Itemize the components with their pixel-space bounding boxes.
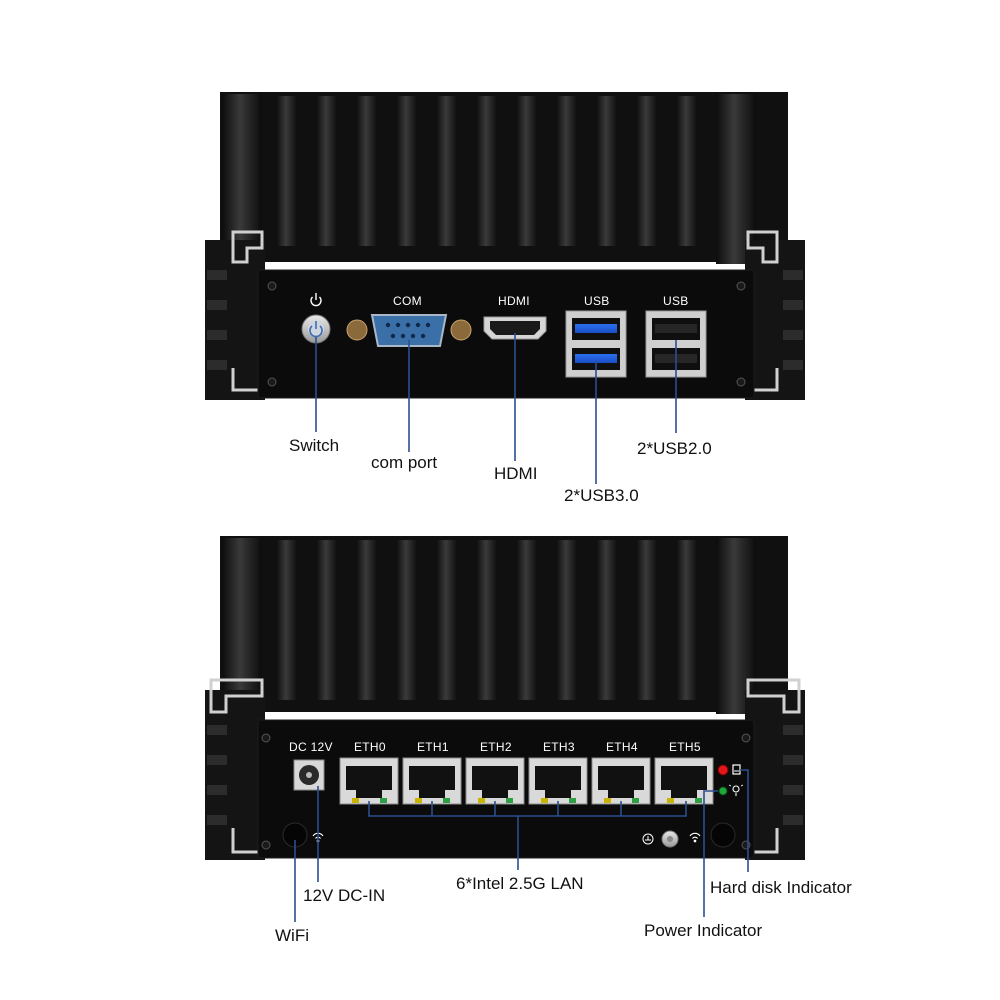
- eth0-label: ETH0: [354, 740, 386, 754]
- rear-heatsink-fins: [222, 538, 756, 714]
- wifi-callout: WiFi: [275, 926, 309, 945]
- dc-power-jack: [293, 759, 325, 791]
- usb3-port-label: USB: [584, 294, 610, 308]
- eth5-label: ETH5: [669, 740, 701, 754]
- usb2-port-label: USB: [663, 294, 689, 308]
- power-symbol-icon: [310, 293, 322, 307]
- rj45-port-eth1: [402, 757, 462, 805]
- front-chassis: [205, 92, 805, 400]
- usb3-callout: 2*USB3.0: [564, 486, 639, 505]
- rj45-port-eth4: [591, 757, 651, 805]
- dc-port-label: DC 12V: [289, 740, 333, 754]
- com-port-label: COM: [393, 294, 422, 308]
- rear-chassis: [205, 536, 805, 860]
- bulb-icon: [728, 784, 744, 796]
- power-indicator-led: [718, 786, 728, 796]
- power-indicator-callout: Power Indicator: [644, 921, 763, 940]
- wifi-icon-right: [689, 832, 701, 843]
- eth4-label: ETH4: [606, 740, 638, 754]
- front-panel-screws: [267, 281, 746, 387]
- hdmi-callout: HDMI: [494, 464, 538, 483]
- hdmi-port: [483, 316, 547, 340]
- front-heatsink-fins: [222, 94, 756, 264]
- usb2-callout: 2*USB2.0: [637, 439, 712, 458]
- com-port: [346, 314, 472, 347]
- ground-icon: [642, 833, 654, 845]
- lan-callout: 6*Intel 2.5G LAN: [456, 874, 584, 893]
- rj45-port-eth3: [528, 757, 588, 805]
- rj45-port-row: [339, 757, 714, 805]
- eth2-label: ETH2: [480, 740, 512, 754]
- reset-button: [661, 830, 679, 848]
- leader-lines: [294, 333, 749, 922]
- hdd-indicator-callout: Hard disk Indicator: [710, 878, 852, 897]
- switch-callout: Switch: [289, 436, 340, 455]
- com-port-callout: com port: [371, 453, 438, 472]
- dc-in-callout: 12V DC-IN: [303, 886, 386, 905]
- rj45-port-eth0: [339, 757, 399, 805]
- wifi-antenna-hole-right: [710, 822, 736, 848]
- rj45-port-eth2: [465, 757, 525, 805]
- hdd-indicator-led: [717, 764, 729, 776]
- eth1-label: ETH1: [417, 740, 449, 754]
- eth3-label: ETH3: [543, 740, 575, 754]
- hdmi-port-label: HDMI: [498, 294, 530, 308]
- rear-panel-screws: [261, 733, 751, 850]
- power-button: [301, 314, 331, 344]
